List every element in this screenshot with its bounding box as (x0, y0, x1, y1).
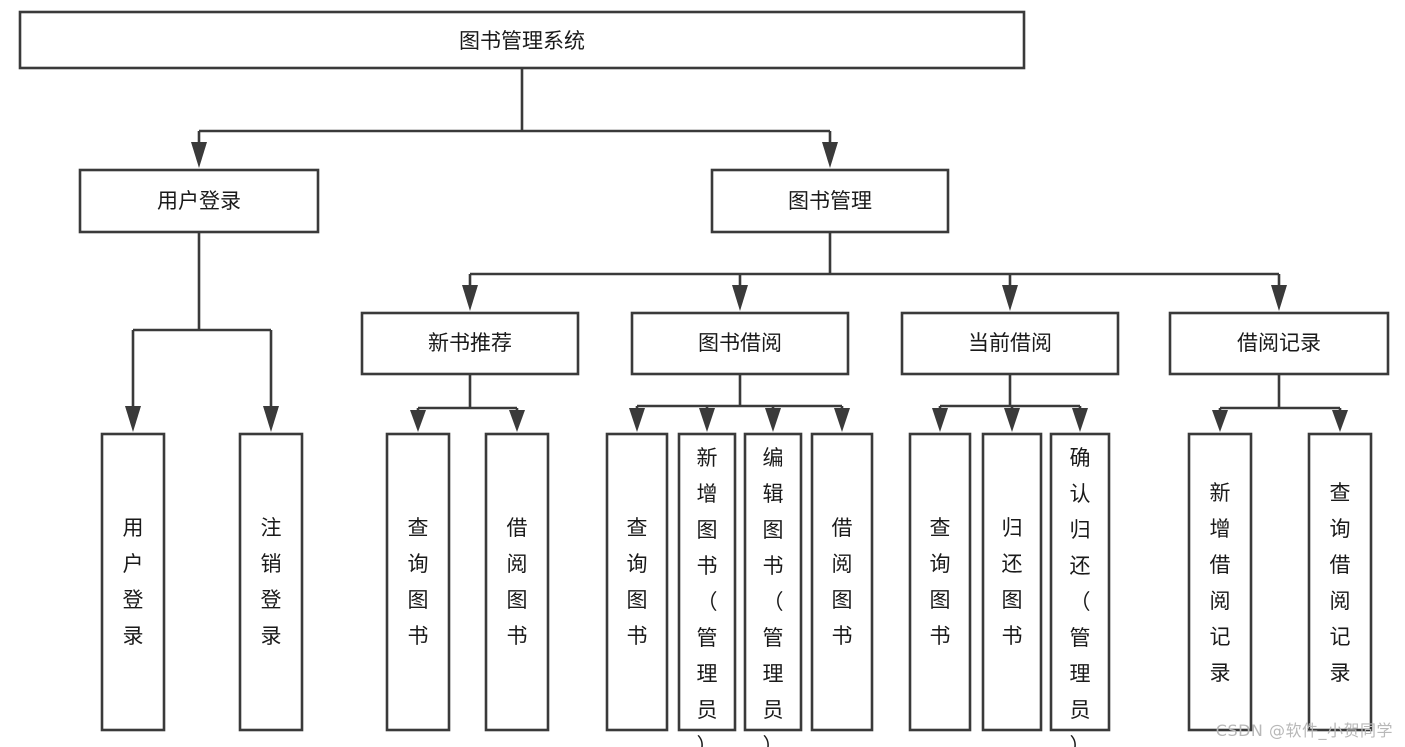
leaf-confirm-return-admin-label: 确认归还（管理员） (1070, 446, 1091, 747)
node-book-management[interactable]: 图书管理 (710, 168, 950, 234)
node-new-book-recommend[interactable]: 新书推荐 (360, 311, 580, 376)
leaf-query-book-borrow-label: 查询图书 (627, 516, 648, 648)
leaf-add-borrow-record-box (1187, 432, 1253, 732)
arrowhead-to-book-mgmt (822, 142, 838, 168)
arrowhead-newbook-leaf-2 (509, 410, 525, 432)
leaf-query-borrow-record-label: 查询借阅记录 (1330, 481, 1351, 685)
leaf-query-book-current-label: 查询图书 (930, 516, 951, 648)
arrowhead-to-leaf-logout (263, 406, 279, 432)
arrowhead-borrow-leaf-4 (834, 408, 850, 432)
arrowhead-to-newbook (462, 285, 478, 311)
arrowhead-borrow-leaf-1 (629, 408, 645, 432)
node-user-login-box (78, 168, 320, 234)
node-new-book-recommend-label: 新书推荐 (428, 331, 512, 355)
arrowheads-layer (125, 142, 1348, 432)
node-borrow-record-box (1168, 311, 1390, 376)
leaf-return-book-box (981, 432, 1043, 732)
leaf-user-login[interactable]: 用户登录 (100, 432, 166, 732)
leaf-return-book-label: 归还图书 (1002, 516, 1023, 648)
arrowhead-current-leaf-1 (932, 408, 948, 432)
leaf-query-borrow-record-box (1307, 432, 1373, 732)
leaf-query-book-current[interactable]: 查询图书 (908, 432, 972, 732)
leaf-borrow-book-borrow-box (810, 432, 874, 732)
leaf-logout-box (238, 432, 304, 732)
leaf-add-book-admin[interactable]: 新增图书（管理员） (677, 432, 737, 747)
arrowhead-to-borrow (732, 285, 748, 311)
leaf-add-borrow-record[interactable]: 新增借阅记录 (1187, 432, 1253, 732)
node-root-box (18, 10, 1026, 70)
node-user-login[interactable]: 用户登录 (78, 168, 320, 234)
leaf-borrow-book-newbook-label: 借阅图书 (507, 516, 528, 648)
leaf-query-book-newbook[interactable]: 查询图书 (385, 432, 451, 732)
leaf-edit-book-admin-label: 编辑图书（管理员） (763, 446, 784, 747)
leaf-user-login-box (100, 432, 166, 732)
node-book-management-label: 图书管理 (788, 189, 872, 213)
arrowhead-to-leaf-user-login (125, 406, 141, 432)
arrowhead-newbook-leaf-1 (410, 410, 426, 432)
leaf-confirm-return-admin[interactable]: 确认归还（管理员） (1049, 432, 1111, 747)
leaf-query-book-current-box (908, 432, 972, 732)
node-root[interactable]: 图书管理系统 (18, 10, 1026, 70)
leaf-borrow-book-borrow[interactable]: 借阅图书 (810, 432, 874, 732)
leaf-borrow-book-borrow-label: 借阅图书 (832, 516, 853, 648)
node-borrow-record[interactable]: 借阅记录 (1168, 311, 1390, 376)
leaf-confirm-return-admin-box (1049, 432, 1111, 732)
node-borrow-record-label: 借阅记录 (1237, 331, 1321, 355)
leaf-add-borrow-record-label: 新增借阅记录 (1210, 481, 1231, 685)
leaf-query-book-borrow[interactable]: 查询图书 (605, 432, 669, 732)
leaf-add-book-admin-box (677, 432, 737, 732)
arrowhead-borrow-leaf-2 (699, 408, 715, 432)
leaf-user-login-label: 用户登录 (123, 516, 144, 648)
node-current-borrow-box (900, 311, 1120, 376)
arrowhead-borrow-leaf-3 (765, 408, 781, 432)
leaf-edit-book-admin-box (743, 432, 803, 732)
leaf-borrow-book-newbook-box (484, 432, 550, 732)
arrowhead-record-leaf-1 (1212, 410, 1228, 432)
leaf-edit-book-admin[interactable]: 编辑图书（管理员） (743, 432, 803, 747)
leaf-query-book-newbook-label: 查询图书 (408, 516, 429, 648)
leaf-logout[interactable]: 注销登录 (238, 432, 304, 732)
arrowhead-to-record (1271, 285, 1287, 311)
leaf-borrow-book-newbook[interactable]: 借阅图书 (484, 432, 550, 732)
node-book-borrow-label: 图书借阅 (698, 331, 782, 355)
arrowhead-to-current (1002, 285, 1018, 311)
node-book-borrow-box (630, 311, 850, 376)
node-user-login-label: 用户登录 (157, 189, 241, 213)
node-book-borrow[interactable]: 图书借阅 (630, 311, 850, 376)
node-book-management-box (710, 168, 950, 234)
arrowhead-to-user-login (191, 142, 207, 168)
node-new-book-recommend-box (360, 311, 580, 376)
arrowhead-current-leaf-3 (1072, 408, 1088, 432)
leaf-query-book-borrow-box (605, 432, 669, 732)
arrowhead-record-leaf-2 (1332, 410, 1348, 432)
leaf-return-book[interactable]: 归还图书 (981, 432, 1043, 732)
csdn-watermark: CSDN @软件_小贺同学 (1215, 721, 1393, 740)
leaf-query-borrow-record[interactable]: 查询借阅记录 (1307, 432, 1373, 732)
node-root-label: 图书管理系统 (459, 29, 585, 53)
leaf-add-book-admin-label: 新增图书（管理员） (697, 446, 718, 747)
leaf-logout-label: 注销登录 (261, 516, 282, 648)
arrowhead-current-leaf-2 (1004, 408, 1020, 432)
node-current-borrow-label: 当前借阅 (968, 331, 1052, 355)
leaf-query-book-newbook-box (385, 432, 451, 732)
node-current-borrow[interactable]: 当前借阅 (900, 311, 1120, 376)
